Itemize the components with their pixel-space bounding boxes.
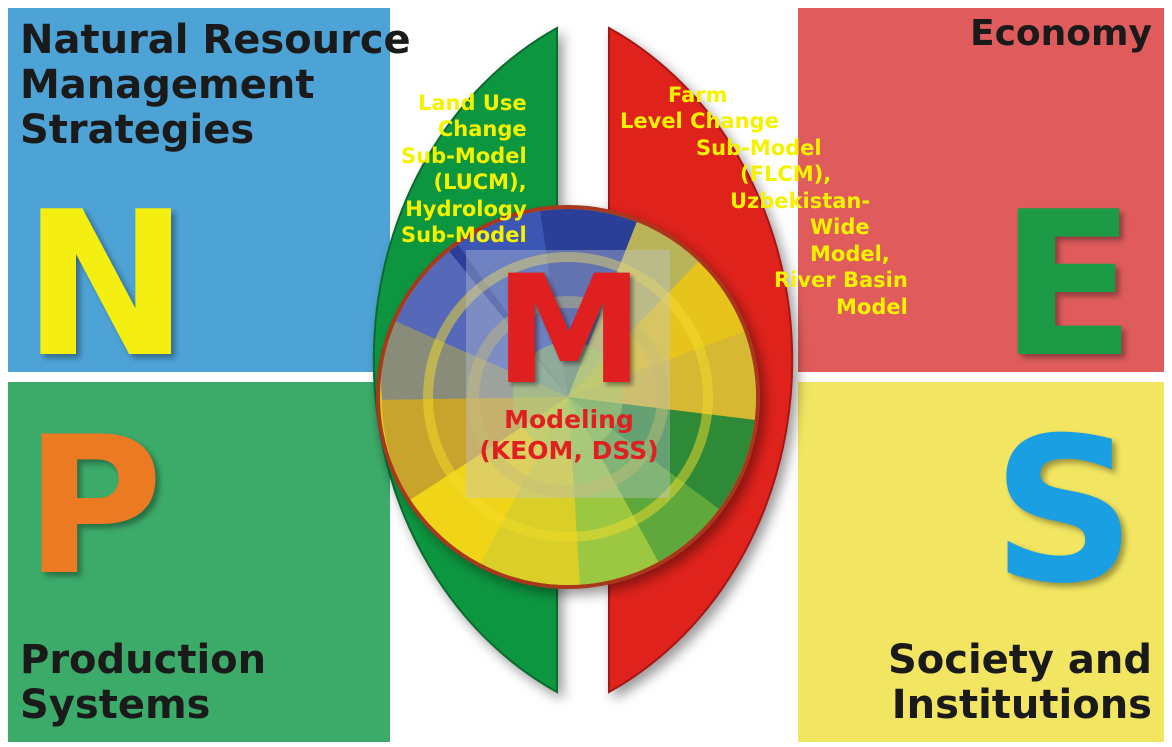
natural-resource-title: Natural Resource Management Strategies <box>20 18 411 152</box>
society-institutions-title: Society and Institutions <box>888 638 1152 728</box>
center-caption: Modeling (KEOM, DSS) <box>474 404 664 467</box>
letter-n: N <box>22 169 190 402</box>
sub-line: Sub-Model <box>401 223 527 248</box>
overlay-panel <box>466 250 670 498</box>
title-line: Production <box>20 637 267 683</box>
center-letter-m: M <box>494 244 644 418</box>
sub-line: River Basin <box>774 268 908 293</box>
sub-line: (LUCM), <box>433 170 527 195</box>
natural-resource-quadrant <box>8 8 390 372</box>
title-line: Strategies <box>20 106 255 153</box>
title-line: Economy <box>969 13 1152 54</box>
title-line: Management <box>20 61 315 108</box>
economy-title: Economy <box>969 13 1152 54</box>
right-submodel-text: Farm Level Change Sub-Model (FLCM), Uzbe… <box>612 82 908 320</box>
title-line: Natural Resource <box>20 17 411 63</box>
sub-line: Wide <box>810 215 870 240</box>
title-line: Systems <box>20 681 211 728</box>
sub-line: Model <box>836 294 908 319</box>
mosaic-circle <box>380 209 756 585</box>
left-submodel-text: Land Use Change Sub-Model (LUCM), Hydrol… <box>258 90 527 249</box>
production-quadrant <box>8 382 390 742</box>
letter-e: E <box>999 169 1136 402</box>
title-line: Society and <box>887 637 1152 683</box>
sub-line: Farm <box>668 83 728 107</box>
sub-line: Hydrology <box>405 196 527 221</box>
sub-line: Model, <box>810 241 890 266</box>
sub-line: Level Change <box>620 109 779 134</box>
production-systems-title: Production Systems <box>20 638 266 728</box>
sub-line: Uzbekistan- <box>730 188 871 213</box>
sub-line: Change <box>437 117 527 142</box>
title-line: Institutions <box>891 681 1152 728</box>
letter-p: P <box>24 396 164 617</box>
society-quadrant <box>798 382 1164 742</box>
caption-line: (KEOM, DSS) <box>479 436 659 466</box>
letter-s: S <box>991 395 1136 628</box>
sub-line: (FLCM), <box>740 162 832 187</box>
economy-quadrant <box>798 8 1164 372</box>
sub-line: Sub-Model <box>696 135 822 160</box>
caption-line: Modeling <box>504 405 634 434</box>
sub-line: Land Use <box>418 91 527 115</box>
sub-line: Sub-Model <box>401 143 527 168</box>
